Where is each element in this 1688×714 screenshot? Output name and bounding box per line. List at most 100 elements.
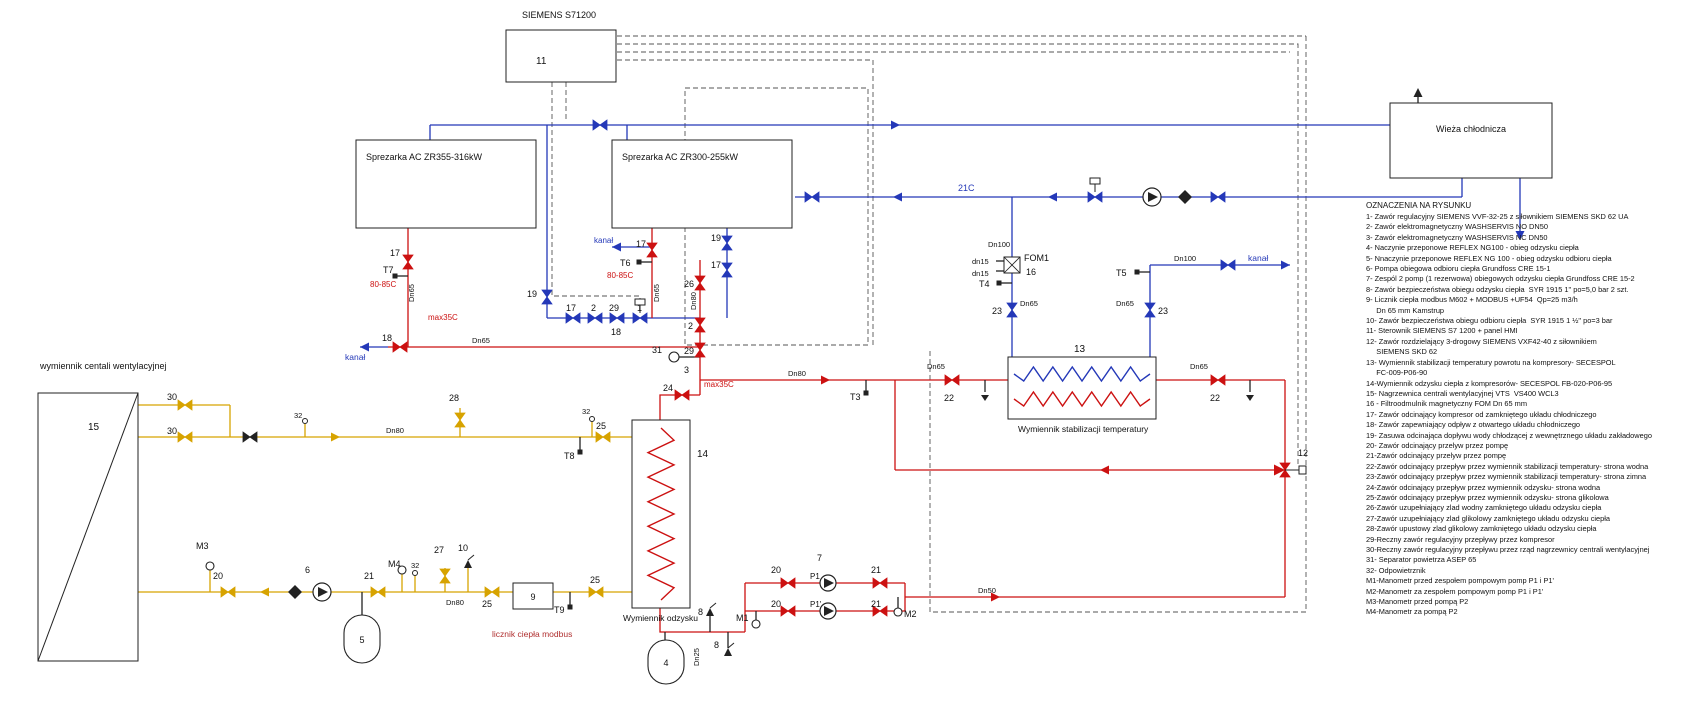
diagram-label: 27 [434, 545, 444, 555]
filter-icon [1178, 190, 1192, 204]
diagram-label: 21 [871, 599, 881, 609]
diagram-label: 18 [611, 327, 621, 337]
valve-19 [721, 235, 733, 251]
valve-20 [780, 605, 796, 617]
flow-arrow-icon [1515, 231, 1525, 240]
diagram-label: max35C [428, 313, 458, 322]
valve-heater [242, 431, 258, 443]
diagram-label: 9 [530, 592, 535, 602]
valve-actuator [1298, 465, 1307, 475]
diagram-label: licznik ciepła modbus [492, 629, 572, 639]
valve-20 [780, 577, 796, 589]
legend-item: 28-Zawór upustowy zlad glikolowy zamknię… [1366, 524, 1597, 534]
diagram-label: 2 [688, 321, 693, 331]
valve-25 [484, 586, 500, 598]
diagram-label: FOM1 [1024, 253, 1049, 263]
diagram-label: 23 [992, 306, 1002, 316]
diagram-label: 1 [637, 303, 642, 313]
diagram-label: 11 [536, 56, 547, 67]
manometer-icon [205, 561, 215, 571]
valve-17 [565, 312, 581, 324]
flow-arrow-icon [821, 375, 830, 385]
drain-icon [1246, 395, 1254, 401]
valve-17 [721, 262, 733, 278]
safety-valve-icon [724, 648, 732, 656]
diagram-label: 25 [596, 421, 606, 431]
valve-actuator [634, 298, 646, 306]
diagram-label: Dn65 [1190, 362, 1208, 371]
safety-valve-lever [727, 642, 735, 649]
diagram-label: Dn50 [978, 586, 996, 595]
valve-1 [632, 312, 648, 324]
diagram-label: Wymiennik stabilizacji temperatury [1018, 424, 1149, 434]
valve-20 [220, 586, 236, 598]
valve-tower-motor [1087, 191, 1103, 203]
diagram-label: 6 [305, 565, 310, 575]
temp-sensor-icon [863, 390, 869, 396]
pump-rotor-icon [318, 587, 328, 597]
diagram-label: 19 [527, 289, 537, 299]
diagram-label: Dn80 [386, 426, 404, 435]
legend-item: 31- Separator powietrza ASEP 65 [1366, 555, 1477, 565]
valve-actuator [1089, 177, 1101, 185]
diagram-label: 21 [871, 565, 881, 575]
diagram-label: 21C [958, 183, 975, 193]
legend-item: 21-Zawór odcinający przelyw przez pompę [1366, 451, 1507, 461]
legend-item: 12- Zawór rozdzielający 3-drogowy SIEMEN… [1366, 336, 1597, 346]
expansion-vessel-4 [647, 639, 685, 685]
diagram-label: 80-85C [607, 271, 633, 280]
flow-arrow-icon [360, 342, 369, 352]
valve-17 [646, 242, 658, 258]
fom-filter-icon [1003, 256, 1021, 274]
safety-valve-lever [709, 602, 717, 609]
diagram-label: 21 [364, 571, 374, 581]
diagram-label: 24 [663, 383, 673, 393]
diagram-label: Dn80 [446, 598, 464, 607]
flow-arrow-icon [1048, 192, 1057, 202]
air-vent-icon [412, 570, 418, 576]
diagram-label: P1' [810, 600, 822, 609]
legend-item: 8- Zawór bezpieczeństwa obiegu odzysku c… [1366, 284, 1629, 294]
diagram-label: 28 [449, 393, 459, 403]
diagram-label: 8 [714, 640, 719, 650]
pipe-red [659, 608, 745, 633]
control-line [551, 82, 641, 300]
diagram-label: 7 [817, 553, 822, 563]
valve-third-port [1274, 464, 1285, 476]
expansion-vessel-5 [343, 614, 381, 664]
control-line [617, 43, 1299, 466]
legend-item: 29-Reczny zawór regulacyjny przepływy pr… [1366, 534, 1555, 544]
diagram-label: 22 [1210, 393, 1220, 403]
valve-18 [392, 341, 408, 353]
valve-25 [595, 431, 611, 443]
flow-arrow-icon [331, 432, 340, 442]
diagram-label: 18 [382, 333, 392, 343]
flow-arrow-icon [1100, 465, 1109, 475]
diagram-label: max35C [704, 380, 734, 389]
diagram-label: kanał [345, 352, 365, 362]
valve-21 [872, 605, 888, 617]
legend-item: 20- Zawór odcinający przelyw przez pompę [1366, 440, 1509, 450]
legend-item: Dn 65 mm Kamstrup [1366, 305, 1445, 315]
recovery-exchanger-box [631, 419, 691, 609]
valve-22 [1210, 374, 1226, 386]
diagram-label: P1 [810, 572, 820, 581]
flow-arrow-icon [893, 192, 902, 202]
diagram-label: Dn65 [1020, 299, 1038, 308]
diagram-label: 5 [359, 635, 364, 645]
diagram-label: 29 [609, 303, 619, 313]
diagram-label: Sprezarka AC ZR300-255kW [622, 152, 739, 162]
temp-sensor-icon [567, 604, 573, 610]
diagram-label: 23 [1158, 306, 1168, 316]
diagram-label: 19 [711, 233, 721, 243]
pipe-red [659, 394, 700, 420]
filter-icon [288, 585, 302, 599]
diagram-label: 15 [88, 422, 100, 433]
temp-sensor-icon [577, 449, 583, 455]
valve-drain [1220, 259, 1236, 271]
legend-item: 16 - Filtroodmulnik magnetyczny FOM Dn 6… [1366, 399, 1527, 409]
diagram-label: 17 [711, 260, 721, 270]
diagram-label: Dn65 [652, 284, 661, 302]
valve-25 [588, 586, 604, 598]
legend-item: 7- Zespól 2 pomp (1 rezerwowa) obiegowyc… [1366, 274, 1635, 284]
